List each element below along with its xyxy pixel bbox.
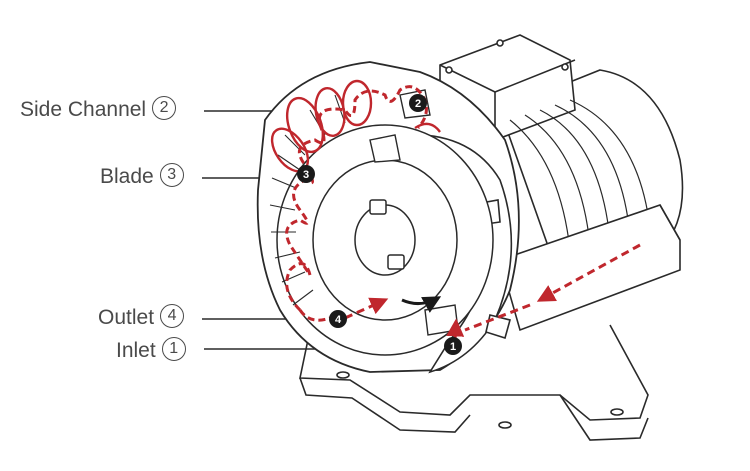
rotation-arrow-icon [401, 296, 442, 313]
marker-outlet: 4 [329, 310, 347, 328]
marker-blade-text: 3 [303, 169, 309, 181]
hub-bolt-icon [369, 199, 387, 215]
inlet-arrow-icon [446, 318, 465, 341]
screw-icon [496, 39, 504, 47]
airflow-loops [270, 79, 441, 173]
screw-icon [561, 63, 569, 71]
hub-bolt-icon [387, 254, 405, 270]
impeller-blades [269, 94, 346, 306]
label-blade-text: Blade [100, 165, 154, 188]
cover-clamp [485, 314, 511, 340]
label-side-channel-text: Side Channel [20, 98, 147, 121]
label-side-channel-number: 2 [152, 96, 177, 121]
airflow-inlet-path [344, 243, 641, 332]
motor-cooling-fins [509, 99, 651, 251]
label-outlet-number: 4 [160, 304, 185, 329]
screw-icon [445, 66, 453, 74]
marker-inlet: 1 [444, 337, 462, 355]
label-blade-number: 3 [159, 163, 184, 188]
label-outlet-text: Outlet [98, 306, 155, 329]
bolt-hole-icon [336, 371, 350, 379]
marker-outlet-text: 4 [335, 314, 342, 326]
blower-base [299, 324, 649, 441]
label-inlet-text: Inlet [116, 339, 156, 362]
impeller-hub [354, 204, 416, 276]
bolt-hole-icon [610, 408, 624, 416]
marker-side-channel: 2 [409, 94, 427, 112]
label-inlet-number: 1 [161, 337, 186, 362]
airflow-spiral [285, 85, 428, 322]
marker-inlet-text: 1 [450, 341, 456, 353]
bolt-hole-icon [498, 421, 512, 429]
marker-side-channel-text: 2 [415, 98, 421, 110]
marker-blade: 3 [297, 165, 315, 183]
